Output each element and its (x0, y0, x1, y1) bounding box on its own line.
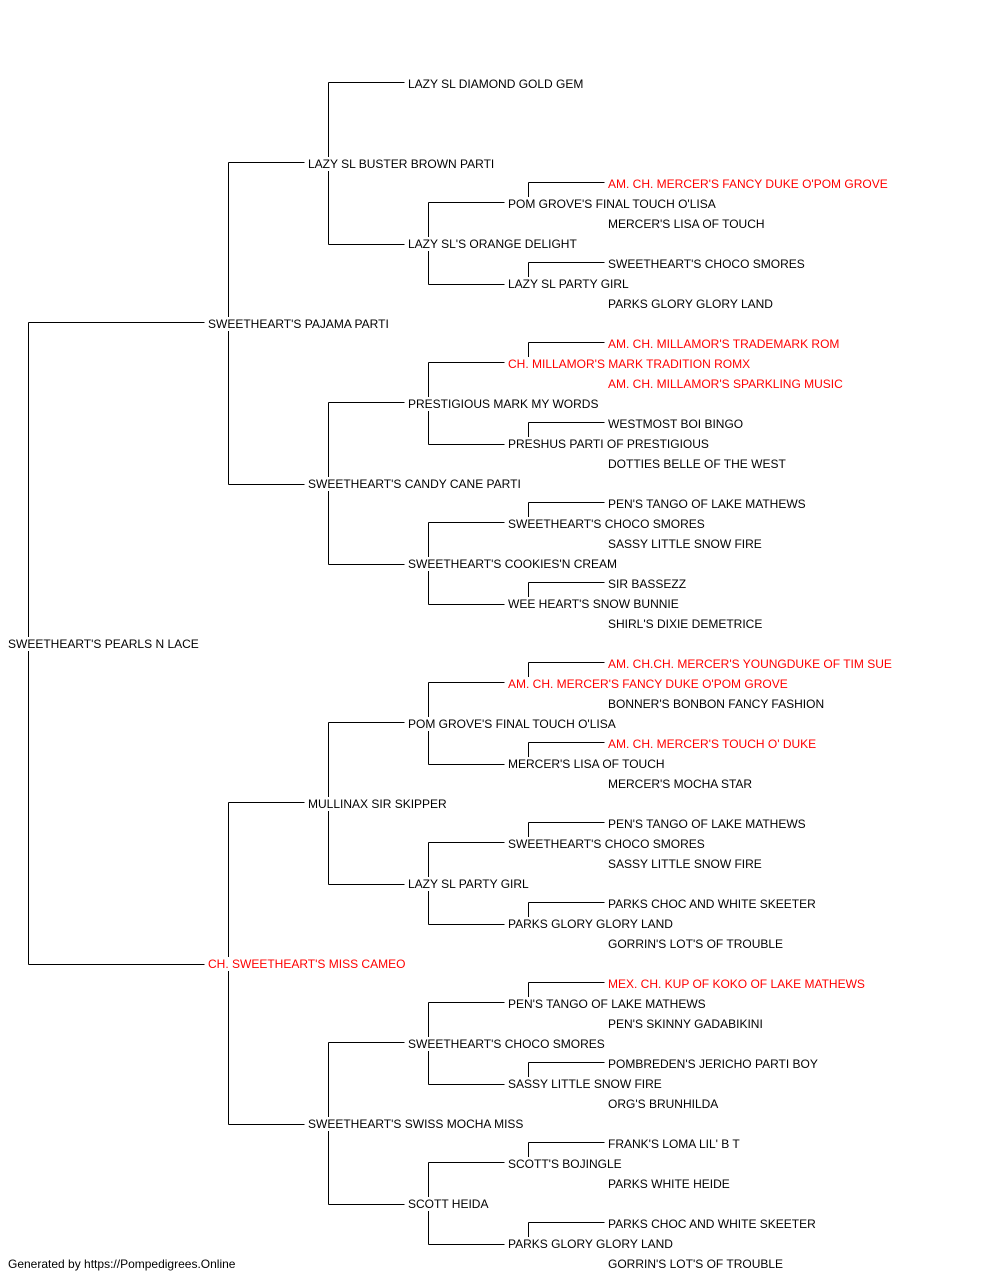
gen5-ancestor-name: SIR BASSEZZ (608, 577, 687, 591)
gen5-ancestor-name: DOTTIES BELLE OF THE WEST (608, 457, 786, 471)
gen5-ancestor-name: FRANK'S LOMA LIL' B T (608, 1137, 740, 1151)
gen5-ancestor-name: AM. CH.CH. MERCER'S YOUNGDUKE OF TIM SUE (608, 657, 892, 671)
gen5-ancestor-name: PARKS CHOC AND WHITE SKEETER (608, 897, 816, 911)
gen5-ancestor-name: WESTMOST BOI BINGO (608, 417, 744, 431)
gen3-ancestor-name: LAZY SL DIAMOND GOLD GEM (408, 77, 584, 91)
gen5-ancestor-name: PEN'S TANGO OF LAKE MATHEWS (608, 817, 806, 831)
gen5-ancestor-name: SASSY LITTLE SNOW FIRE (608, 537, 762, 551)
gen4-ancestor-name: WEE HEART'S SNOW BUNNIE (508, 597, 679, 611)
gen5-ancestor-name: PARKS WHITE HEIDE (608, 1177, 730, 1191)
generated-by-footer: Generated by https://Pompedigrees.Online (8, 1257, 236, 1271)
gen5-ancestor-name: PARKS CHOC AND WHITE SKEETER (608, 1217, 816, 1231)
gen5-ancestor-name: MEX. CH. KUP OF KOKO OF LAKE MATHEWS (608, 977, 865, 991)
gen5-ancestor-name: GORRIN'S LOT'S OF TROUBLE (608, 937, 784, 951)
gen5-ancestor-name: AM. CH. MILLAMOR'S SPARKLING MUSIC (608, 377, 843, 391)
gen4-ancestor-name: POM GROVE'S FINAL TOUCH O'LISA (508, 197, 716, 211)
gen4-ancestor-name: SWEETHEART'S CHOCO SMORES (508, 837, 705, 851)
gen5-ancestor-name: MERCER'S MOCHA STAR (608, 777, 753, 791)
gen4-ancestor-name: PARKS GLORY GLORY LAND (508, 917, 673, 931)
gen5-ancestor-name: AM. CH. MERCER'S TOUCH O' DUKE (608, 737, 817, 751)
gen3-ancestor-name: PRESTIGIOUS MARK MY WORDS (408, 397, 599, 411)
gen4-ancestor-name: SCOTT'S BOJINGLE (508, 1157, 622, 1171)
gen4-ancestor-name: LAZY SL PARTY GIRL (508, 277, 629, 291)
gen4-ancestor-name: PARKS GLORY GLORY LAND (508, 1237, 673, 1251)
gen5-ancestor-name: PEN'S TANGO OF LAKE MATHEWS (608, 497, 806, 511)
gen5-ancestor-name: PEN'S SKINNY GADABIKINI (608, 1017, 763, 1031)
gen3-ancestor-name: LAZY SL PARTY GIRL (408, 877, 529, 891)
gen4-ancestor-name: AM. CH. MERCER'S FANCY DUKE O'POM GROVE (508, 677, 788, 691)
gen3-ancestor-name: SCOTT HEIDA (408, 1197, 489, 1211)
gen5-ancestor-name: PARKS GLORY GLORY LAND (608, 297, 773, 311)
gen5-ancestor-name: AM. CH. MERCER'S FANCY DUKE O'POM GROVE (608, 177, 888, 191)
gen4-ancestor-name: CH. MILLAMOR'S MARK TRADITION ROMX (508, 357, 751, 371)
gen2-ancestor-name: SWEETHEART'S SWISS MOCHA MISS (308, 1117, 524, 1131)
gen3-ancestor-name: SWEETHEART'S CHOCO SMORES (408, 1037, 605, 1051)
gen5-ancestor-name: SHIRL'S DIXIE DEMETRICE (608, 617, 763, 631)
gen5-ancestor-name: GORRIN'S LOT'S OF TROUBLE (608, 1257, 784, 1271)
gen4-ancestor-name: SWEETHEART'S CHOCO SMORES (508, 517, 705, 531)
sire-name: SWEETHEART'S PAJAMA PARTI (208, 317, 389, 331)
gen5-ancestor-name: SWEETHEART'S CHOCO SMORES (608, 257, 805, 271)
gen3-ancestor-name: SWEETHEART'S COOKIES'N CREAM (408, 557, 618, 571)
gen3-ancestor-name: LAZY SL'S ORANGE DELIGHT (408, 237, 577, 251)
gen4-ancestor-name: MERCER'S LISA OF TOUCH (508, 757, 665, 771)
gen5-ancestor-name: ORG'S BRUNHILDA (608, 1097, 719, 1111)
gen4-ancestor-name: PRESHUS PARTI OF PRESTIGIOUS (508, 437, 709, 451)
gen5-ancestor-name: MERCER'S LISA OF TOUCH (608, 217, 765, 231)
gen5-ancestor-name: SASSY LITTLE SNOW FIRE (608, 857, 762, 871)
dam-name: CH. SWEETHEART'S MISS CAMEO (208, 957, 406, 971)
gen2-ancestor-name: SWEETHEART'S CANDY CANE PARTI (308, 477, 521, 491)
gen5-ancestor-name: POMBREDEN'S JERICHO PARTI BOY (608, 1057, 818, 1071)
gen2-ancestor-name: LAZY SL BUSTER BROWN PARTI (308, 157, 495, 171)
gen5-ancestor-name: BONNER'S BONBON FANCY FASHION (608, 697, 825, 711)
subject-name: SWEETHEART'S PEARLS N LACE (8, 637, 199, 651)
gen5-ancestor-name: AM. CH. MILLAMOR'S TRADEMARK ROM (608, 337, 840, 351)
gen4-ancestor-name: PEN'S TANGO OF LAKE MATHEWS (508, 997, 706, 1011)
gen2-ancestor-name: MULLINAX SIR SKIPPER (308, 797, 447, 811)
gen3-ancestor-name: POM GROVE'S FINAL TOUCH O'LISA (408, 717, 616, 731)
gen4-ancestor-name: SASSY LITTLE SNOW FIRE (508, 1077, 662, 1091)
